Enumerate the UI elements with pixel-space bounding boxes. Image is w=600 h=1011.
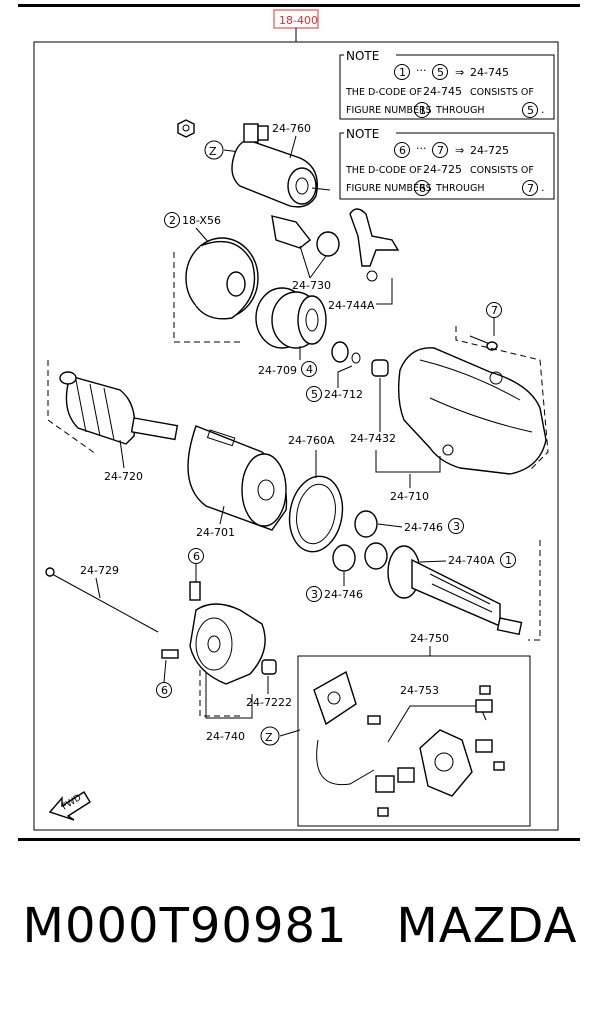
label-24-712: 24-712 [324, 388, 363, 401]
page-ref: 18-400 [279, 14, 318, 27]
svg-text:FIGURE NUMBERS: FIGURE NUMBERS [346, 183, 432, 194]
svg-text:24-745: 24-745 [470, 66, 509, 79]
rear-bushing [261, 659, 277, 675]
note-title: NOTE [346, 49, 379, 63]
pinion-gear [255, 287, 327, 349]
svg-text:5: 5 [527, 104, 534, 117]
label-24-7222: 24-7222 [246, 696, 292, 709]
label-c3-bot: 3 [311, 588, 318, 601]
label-24-744a: 24-744A [328, 299, 375, 312]
brand-name: MAZDA [396, 898, 578, 954]
label-c2: 2 [169, 214, 176, 227]
label-c5: 5 [311, 388, 318, 401]
svg-text:24-745: 24-745 [423, 85, 462, 98]
note-box-1: NOTE 1 ··· 5 ⇒ 24-745 THE D-CODE OF 24-7… [339, 48, 555, 120]
part-number: M000T90981 [22, 898, 348, 954]
drive-end-housing [185, 237, 259, 320]
svg-text:···: ··· [416, 142, 427, 155]
label-c6-top: 6 [193, 550, 200, 563]
label-24-753: 24-753 [400, 684, 439, 697]
label-24-710: 24-710 [390, 490, 429, 503]
brush-plate [313, 670, 505, 817]
svg-text:.: . [541, 103, 545, 116]
label-18-x56: 18-X56 [182, 214, 221, 227]
svg-text:5: 5 [437, 66, 444, 79]
internal-gear [288, 475, 344, 553]
label-24-750: 24-750 [410, 632, 449, 645]
label-24-730: 24-730 [292, 279, 331, 292]
footer-title: M000T90981 MAZDA [0, 898, 600, 954]
top-rule [18, 4, 580, 7]
label-24-701: 24-701 [196, 526, 235, 539]
label-24-760: 24-760 [272, 122, 311, 135]
label-c7-top: 7 [491, 304, 498, 317]
label-24-746-bot: 24-746 [324, 588, 363, 601]
label-z-top: Z [209, 145, 217, 158]
ref-circle-z [204, 140, 224, 160]
svg-text:⇒: ⇒ [455, 144, 464, 157]
svg-text:7: 7 [437, 144, 444, 157]
svg-text:CONSISTS OF: CONSISTS OF [470, 165, 534, 176]
svg-text:1: 1 [419, 104, 426, 117]
label-24-746-top: 24-746 [404, 521, 443, 534]
nut [177, 119, 195, 138]
svg-text:6: 6 [419, 182, 426, 195]
label-24-740: 24-740 [206, 730, 245, 743]
washer [331, 341, 349, 363]
svg-text:THROUGH: THROUGH [435, 105, 484, 116]
svg-text:7: 7 [527, 182, 534, 195]
exploded-parts-diagram: 18-400 NOTE 1 ··· 5 ⇒ 24-745 THE D-CODE … [33, 9, 559, 831]
bushing [371, 359, 389, 377]
label-c1: 1 [505, 554, 512, 567]
svg-text:THE D-CODE OF: THE D-CODE OF [345, 87, 422, 98]
solenoid [231, 123, 331, 208]
svg-text:⇒: ⇒ [455, 66, 464, 79]
brush-holder-kit-frame [297, 655, 531, 827]
label-c6-bot: 6 [161, 684, 168, 697]
svg-text:CONSISTS OF: CONSISTS OF [470, 87, 534, 98]
drive-lever [349, 208, 400, 282]
label-24-760a: 24-760A [288, 434, 335, 447]
svg-text:24-725: 24-725 [423, 163, 462, 176]
svg-text:24-725: 24-725 [470, 144, 509, 157]
note-box-2: NOTE 6 ··· 7 ⇒ 24-725 THE D-CODE OF 24-7… [339, 126, 555, 200]
forward-arrow-icon: FWD [48, 791, 91, 821]
armature [59, 371, 179, 445]
planet-gears [332, 510, 388, 572]
svg-text:···: ··· [416, 64, 427, 77]
label-24-729: 24-729 [80, 564, 119, 577]
svg-text:.: . [541, 181, 545, 194]
plunger [271, 215, 340, 257]
svg-text:6: 6 [399, 144, 406, 157]
label-24-740a: 24-740A [448, 554, 495, 567]
svg-text:THROUGH: THROUGH [435, 183, 484, 194]
label-24-7432: 24-7432 [350, 432, 396, 445]
diagram-frame [33, 41, 559, 831]
yoke [187, 425, 288, 531]
label-c4: 4 [306, 363, 313, 376]
label-c3-top: 3 [453, 520, 460, 533]
svg-text:1: 1 [399, 66, 406, 79]
through-bolt [45, 567, 159, 633]
planet-shaft [387, 545, 523, 636]
svg-text:NOTE: NOTE [346, 127, 379, 141]
svg-text:FIGURE NUMBERS: FIGURE NUMBERS [346, 105, 432, 116]
svg-text:THE D-CODE OF: THE D-CODE OF [345, 165, 422, 176]
label-z-bottom: Z [265, 731, 273, 744]
bottom-rule [18, 838, 580, 841]
front-housing [397, 347, 547, 475]
label-24-720: 24-720 [104, 470, 143, 483]
rear-cover [189, 603, 266, 685]
label-24-709: 24-709 [258, 364, 297, 377]
